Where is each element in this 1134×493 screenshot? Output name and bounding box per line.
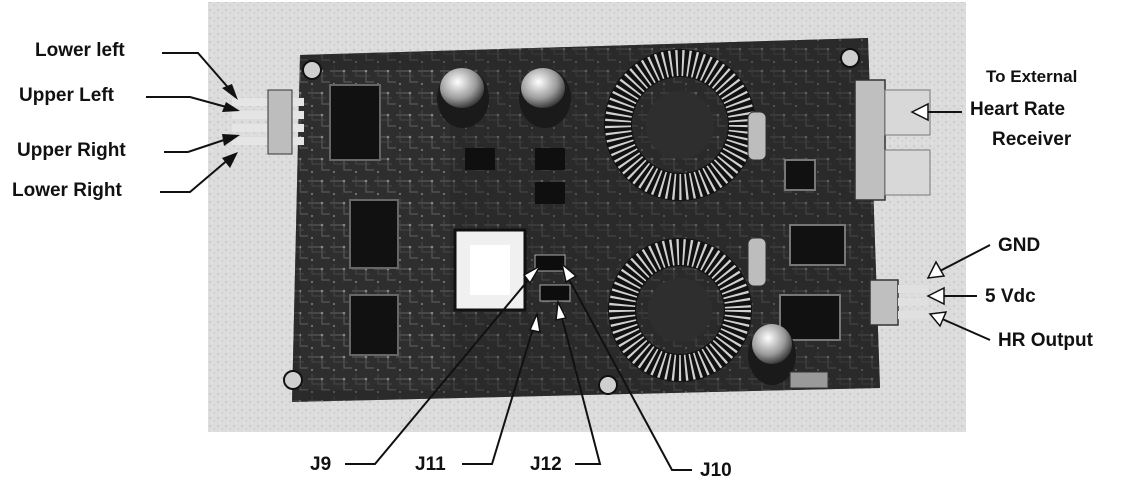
arrowhead xyxy=(560,261,578,284)
callout-j9 xyxy=(345,271,536,465)
label-lower-right: Lower Right xyxy=(12,180,122,201)
arrowhead xyxy=(222,84,238,100)
label-receiver: Receiver xyxy=(992,129,1072,150)
callout-lower-left xyxy=(162,52,233,93)
callout-gnd xyxy=(937,244,991,273)
label-heart-rate: Heart Rate xyxy=(970,99,1066,120)
callout-upper-left xyxy=(146,96,231,109)
callout-lower-right xyxy=(160,157,231,193)
label-hr-output: HR Output xyxy=(998,330,1093,351)
label-j10: J10 xyxy=(700,460,732,481)
label-to-external: To External xyxy=(986,67,1078,86)
callout-j11 xyxy=(462,321,536,465)
label-upper-left: Upper Left xyxy=(19,85,114,106)
callout-upper-right xyxy=(164,137,231,153)
arrowhead xyxy=(928,311,948,328)
callout-hr-output xyxy=(939,317,991,341)
label-j9: J9 xyxy=(310,454,332,475)
arrowhead xyxy=(528,311,541,333)
arrowhead xyxy=(222,102,240,112)
arrowhead xyxy=(926,286,945,306)
label-j12: J12 xyxy=(530,454,562,475)
arrowhead xyxy=(910,102,929,122)
label-j11: J11 xyxy=(415,454,446,475)
label-upper-right: Upper Right xyxy=(17,140,126,161)
arrowhead xyxy=(926,260,946,279)
arrowhead xyxy=(222,152,238,168)
arrowhead xyxy=(522,263,543,285)
label-lower-left: Lower left xyxy=(35,40,125,61)
callout-j10 xyxy=(564,271,692,471)
label-5vdc: 5 Vdc xyxy=(985,286,1036,307)
callout-j12 xyxy=(559,309,602,465)
arrowhead xyxy=(555,299,568,321)
arrowhead xyxy=(222,134,240,146)
label-gnd: GND xyxy=(998,235,1041,256)
